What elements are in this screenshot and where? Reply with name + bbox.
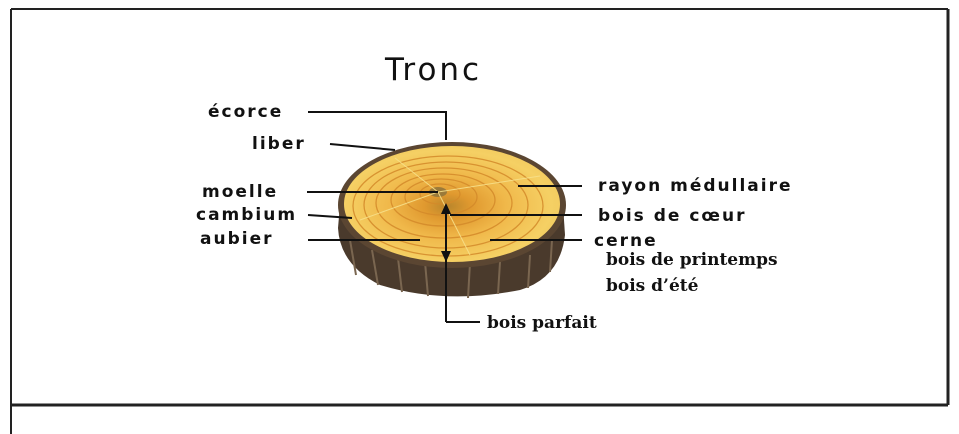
label-cerne: cerne <box>594 231 658 251</box>
diagram-title: Tronc <box>384 52 482 88</box>
label-moelle: moelle <box>202 182 278 202</box>
label-liber: liber <box>252 134 306 154</box>
label-bois-d-ete: bois d’été <box>606 276 699 296</box>
label-bois-de-coeur: bois de cœur <box>598 206 747 226</box>
label-rayon-medullaire: rayon médullaire <box>598 176 793 196</box>
label-bois-de-printemps: bois de printemps <box>606 250 778 270</box>
label-aubier: aubier <box>200 229 273 249</box>
label-cambium: cambium <box>196 205 297 225</box>
label-bois-parfait: bois parfait <box>487 313 597 333</box>
label-ecorce: écorce <box>208 102 283 122</box>
trunk-log <box>338 142 566 298</box>
